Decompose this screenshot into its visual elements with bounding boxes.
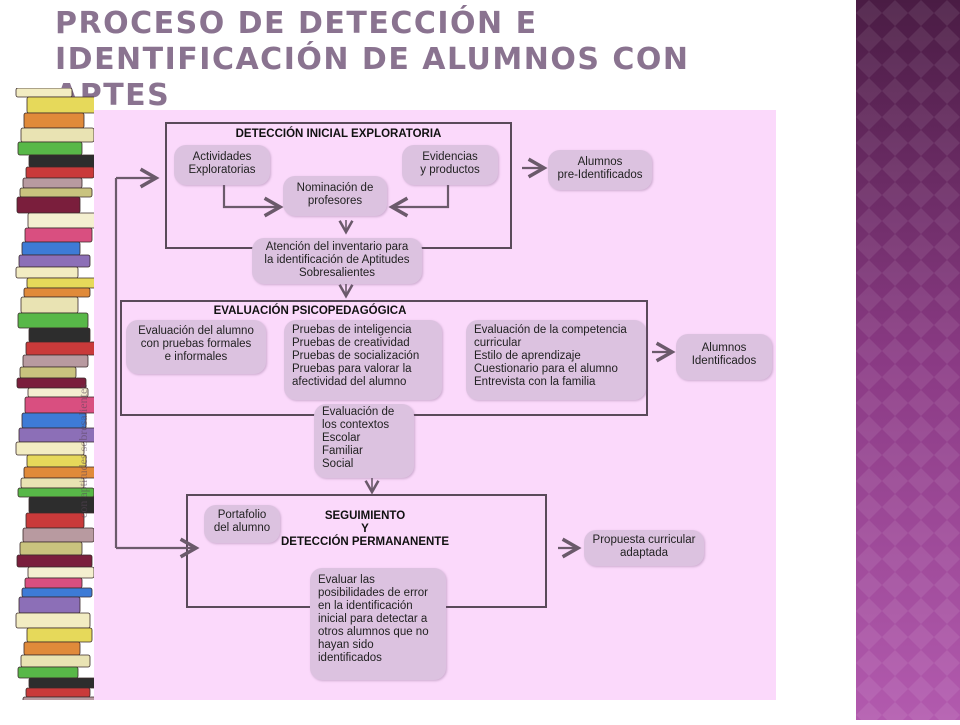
slide-title: Proceso de detección e identificación de… (55, 6, 690, 113)
book-stack-illustration: con aptitudes sobresalientes (12, 88, 94, 700)
node-evaluacion-alumno: Evaluación del alumno con pruebas formal… (126, 320, 266, 374)
node-alumnos-pre-identificados: Alumnos pre-Identificados (548, 150, 652, 190)
node-portafolio-alumno: Portafolio del alumno (204, 505, 280, 543)
section-header-seguimiento: SEGUIMIENTO Y DETECCIÓN PERMANANENTE (280, 510, 450, 548)
section-header-evaluacion-psicopedagogica: EVALUACIÓN PSICOPEDAGÓGICA (213, 305, 407, 317)
node-competencia-curricular: Evaluación de la competencia curricular … (466, 320, 646, 400)
book-spine (22, 696, 94, 700)
section-header-deteccion-inicial: DETECCIÓN INICIAL EXPLORATORIA (235, 128, 442, 140)
node-alumnos-identificados: Alumnos Identificados (676, 334, 772, 380)
node-evaluar-posibilidades: Evaluar las posibilidades de error en la… (310, 568, 446, 680)
node-nominacion-profesores: Nominación de profesores (283, 176, 387, 216)
node-atencion-inventario: Atención del inventario para la identifi… (252, 238, 422, 284)
node-evaluacion-contextos: Evaluación de los contextos Escolar Fami… (314, 404, 414, 478)
node-pruebas: Pruebas de inteligencia Pruebas de creat… (284, 320, 442, 400)
node-evidencias-productos: Evidencias y productos (402, 145, 498, 185)
decorative-side-panel (856, 0, 960, 720)
node-propuesta-curricular: Propuesta curricular adaptada (584, 530, 704, 566)
node-actividades-exploratorias: Actividades Exploratorias (174, 145, 270, 185)
watermark-text: con aptitudes sobresalientes (76, 384, 90, 518)
